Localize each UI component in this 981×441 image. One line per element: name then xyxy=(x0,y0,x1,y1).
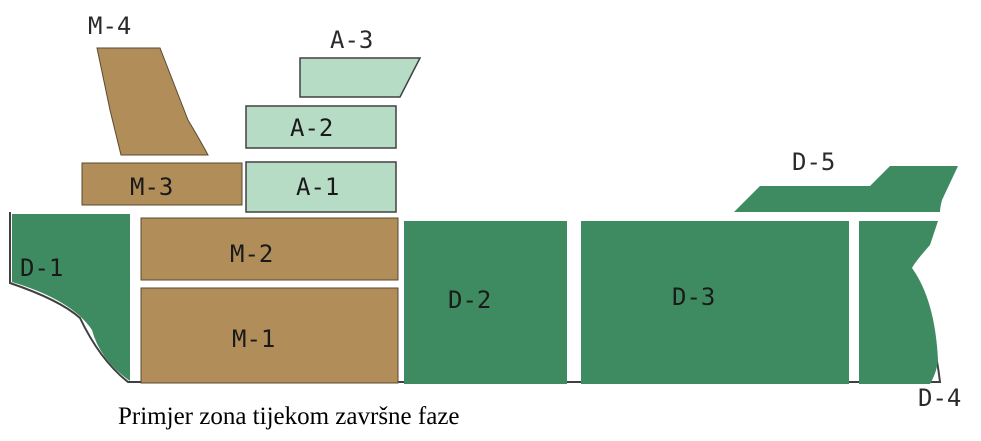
zone-d4 xyxy=(859,221,938,384)
zone-a1 xyxy=(245,161,397,213)
label-m2: M-2 xyxy=(230,240,273,268)
zone-d3 xyxy=(581,221,849,384)
zone-a2 xyxy=(245,105,397,149)
label-m3: M-3 xyxy=(130,173,173,201)
zone-d1 xyxy=(12,214,130,381)
zone-m3 xyxy=(81,162,243,206)
label-d4: D-4 xyxy=(918,384,961,412)
zone-m1 xyxy=(140,287,399,384)
label-a2: A-2 xyxy=(290,114,333,142)
label-m1: M-1 xyxy=(232,325,275,353)
label-d5: D-5 xyxy=(792,148,835,176)
zone-m4 xyxy=(96,47,209,156)
zone-d2 xyxy=(404,221,567,384)
label-a1: A-1 xyxy=(296,173,339,201)
zone-a3 xyxy=(299,57,422,98)
label-a3: A-3 xyxy=(330,26,373,54)
zone-d5 xyxy=(734,166,958,212)
zone-m2 xyxy=(140,217,399,281)
label-d3: D-3 xyxy=(672,283,715,311)
diagram-caption: Primjer zona tijekom završne faze xyxy=(118,403,460,430)
label-d2: D-2 xyxy=(448,286,491,314)
label-d1: D-1 xyxy=(20,254,63,282)
label-m4: M-4 xyxy=(88,12,131,40)
